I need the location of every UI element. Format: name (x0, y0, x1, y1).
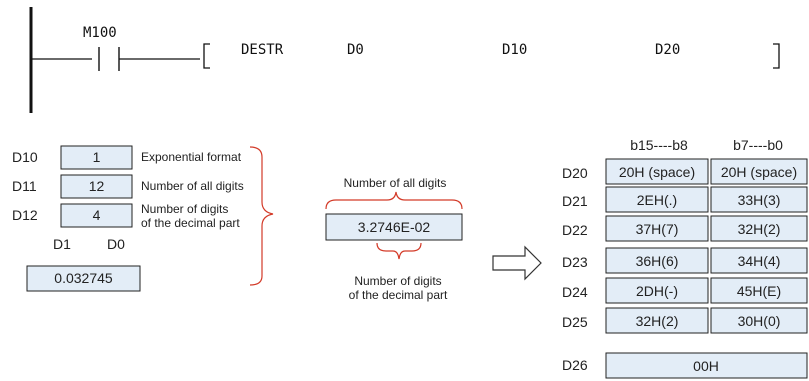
operand-source: D0 (347, 42, 364, 58)
low-byte-cell (710, 215, 808, 242)
register-label: D20 (562, 165, 588, 181)
high-byte-cell (605, 307, 709, 334)
high-byte-value: 2EH(.) (637, 192, 677, 208)
table-row: D24 2DH(-) 45H(E) (562, 277, 808, 304)
low-byte-value: 32H(2) (738, 221, 781, 237)
high-byte-cell (605, 247, 709, 274)
contact-label: M100 (83, 25, 117, 41)
low-byte-cell (710, 247, 808, 274)
params-brace (249, 146, 274, 286)
high-byte-value: 32H(2) (636, 313, 679, 329)
table-row: D23 36H(6) 34H(4) (562, 247, 808, 274)
value-box (60, 203, 133, 228)
param-description: Exponential format (141, 150, 242, 164)
instruction-bracket-left (203, 43, 210, 69)
value-text: 1 (93, 149, 101, 165)
register-label: D21 (562, 193, 588, 209)
high-byte-cell (605, 215, 709, 242)
register-label: D11 (12, 178, 37, 194)
operand-format: D10 (502, 42, 527, 58)
result-value-box (325, 213, 463, 241)
param-description: Number of all digits (141, 179, 244, 193)
param-description-line2: of the decimal part (141, 216, 240, 230)
register-label: D22 (562, 222, 588, 238)
source-value-box (26, 265, 141, 292)
param-row: D10 1 Exponential format (12, 145, 242, 170)
low-byte-cell (710, 186, 808, 213)
terminator-value: 00H (693, 358, 719, 374)
low-byte-cell (710, 158, 808, 185)
terminator-cell (605, 352, 808, 379)
register-label: D26 (562, 357, 588, 373)
table-row-terminator: D26 00H (562, 352, 808, 379)
total-digits-label: Number of all digits (344, 176, 447, 190)
high-byte-value: 36H(6) (636, 253, 679, 269)
low-byte-value: 45H(E) (737, 283, 781, 299)
register-label: D12 (12, 207, 38, 223)
source-value: 0.032745 (54, 270, 113, 286)
low-byte-value: 20H (space) (721, 164, 797, 180)
param-row: D11 12 Number of all digits (12, 174, 244, 199)
param-description: Number of digits (141, 202, 228, 216)
high-byte-cell (605, 186, 709, 213)
operand-dest: D20 (655, 42, 680, 58)
value-box (60, 145, 133, 170)
decimal-digits-brace (376, 242, 422, 260)
register-label: D23 (562, 254, 588, 270)
instruction-name: DESTR (241, 42, 284, 58)
value-box (60, 174, 133, 199)
register-label: D25 (562, 314, 588, 330)
result-table: b15----b8 b7----b0 D20 20H (space) 20H (… (562, 137, 808, 379)
conversion-result: Number of all digits 3.2746E-02 Number o… (325, 176, 463, 302)
high-byte-cell (605, 158, 709, 185)
table-row: D20 20H (space) 20H (space) (562, 158, 808, 185)
arrow-right-icon (492, 245, 542, 281)
high-byte-value: 37H(7) (636, 221, 679, 237)
low-byte-value: 34H(4) (738, 253, 781, 269)
low-byte-value: 33H(3) (738, 192, 781, 208)
table-row: D21 2EH(.) 33H(3) (562, 186, 808, 213)
register-label: D24 (562, 284, 588, 300)
high-byte-value: 20H (space) (619, 164, 695, 180)
low-byte-cell (710, 307, 808, 334)
param-row: D12 4 Number of digits of the decimal pa… (12, 202, 240, 230)
low-byte-cell (710, 277, 808, 304)
register-label: D10 (12, 149, 38, 165)
instruction-bracket-right (773, 43, 780, 69)
column-header-high-byte: b15----b8 (630, 137, 688, 153)
high-byte-cell (605, 277, 709, 304)
value-text: 4 (93, 207, 101, 223)
source-label-hi: D1 (53, 236, 71, 252)
high-byte-value: 2DH(-) (636, 283, 678, 299)
table-row: D25 32H(2) 30H(0) (562, 307, 808, 334)
total-digits-brace (325, 191, 463, 210)
parameter-registers: D10 1 Exponential format D11 12 Number o… (12, 145, 244, 292)
ladder-rung: M100 DESTR D0 D10 D20 (29, 7, 780, 113)
decimal-digits-label-line2: of the decimal part (349, 288, 448, 302)
decimal-digits-label: Number of digits (354, 274, 441, 288)
column-header-low-byte: b7----b0 (733, 137, 783, 153)
value-text: 12 (89, 178, 105, 194)
source-label-lo: D0 (107, 236, 125, 252)
low-byte-value: 30H(0) (738, 313, 781, 329)
result-value: 3.2746E-02 (358, 219, 431, 235)
table-row: D22 37H(7) 32H(2) (562, 215, 808, 242)
